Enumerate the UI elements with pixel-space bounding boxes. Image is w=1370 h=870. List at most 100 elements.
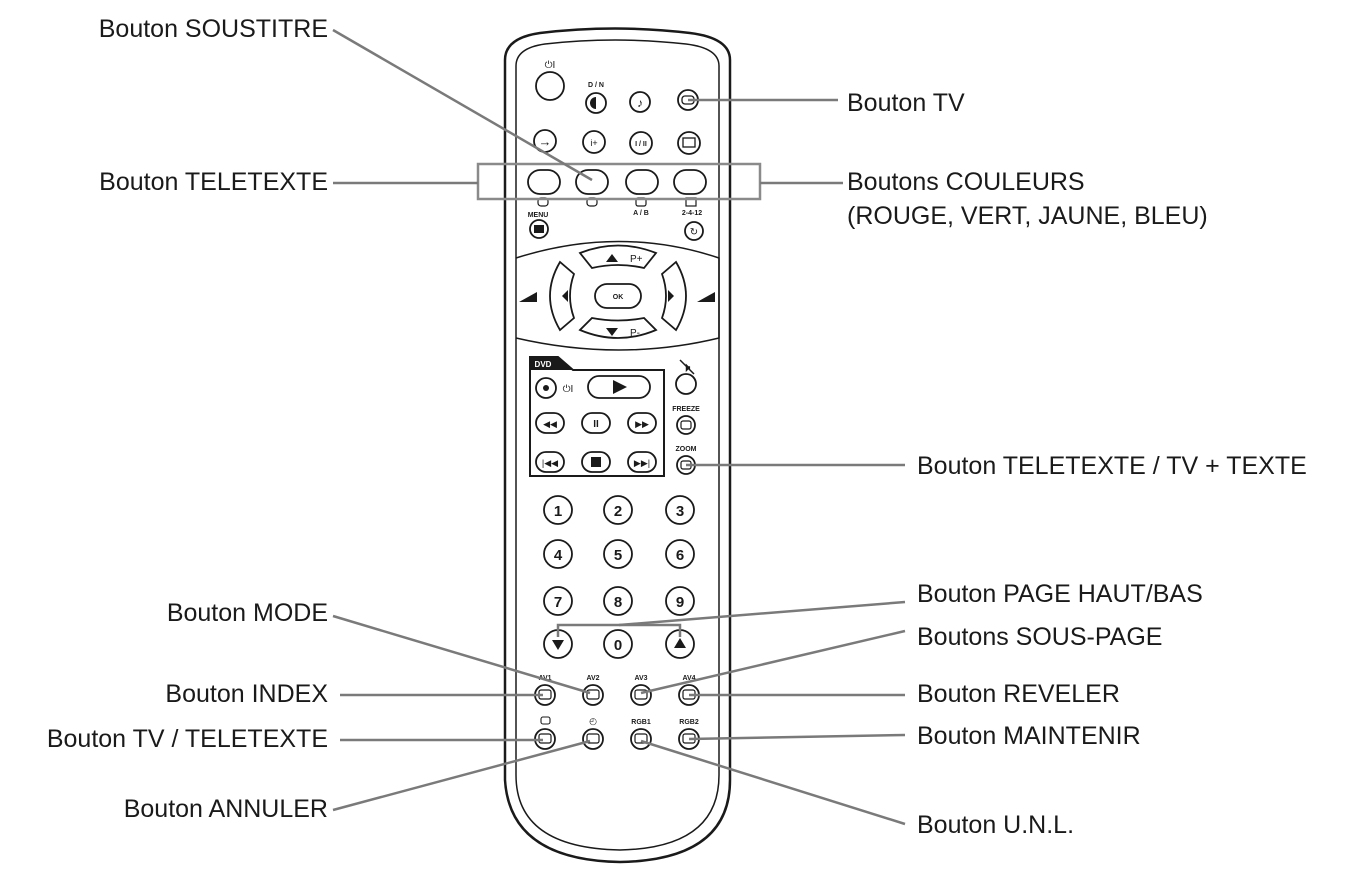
- info-plus-button[interactable]: [582, 130, 606, 154]
- digit-9-label: 9: [676, 594, 684, 611]
- digit-1-label: 1: [554, 503, 562, 520]
- sound-button[interactable]: [629, 91, 651, 113]
- yellow-button[interactable]: [625, 169, 659, 195]
- nav-panel: [515, 240, 720, 351]
- down-triangle-icon: [606, 328, 618, 336]
- digit-1-button[interactable]: [543, 495, 573, 525]
- dn-label: D / N: [588, 82, 604, 89]
- callout-reveler: Bouton REVELER: [917, 680, 1120, 708]
- menu-icon: [534, 225, 544, 233]
- cancel-icon: [586, 733, 600, 744]
- contrast-icon: [590, 97, 596, 109]
- cycle-button[interactable]: [684, 221, 704, 241]
- callout-soustitre: Bouton SOUSTITRE: [98, 15, 328, 43]
- forward-button[interactable]: [627, 412, 657, 434]
- digit-7-label: 7: [554, 594, 562, 611]
- dvd-label: DVD: [535, 360, 552, 369]
- remote-inner-shell: [515, 39, 720, 851]
- pause-icon: II: [593, 419, 599, 430]
- menu-label: MENU: [528, 212, 549, 219]
- av2-label: AV2: [586, 675, 599, 682]
- dvd-power-glyph: ⏻I: [563, 384, 574, 395]
- digit-2-label: 2: [614, 503, 622, 520]
- color-buttons-highlight: [476, 162, 762, 201]
- dual-sound-button[interactable]: [629, 131, 653, 155]
- leader-mode: [332, 614, 591, 695]
- source-icon: →: [539, 134, 552, 149]
- leader-annuler: [332, 739, 591, 812]
- ok-label: OK: [613, 294, 624, 301]
- rgb1-label: RGB1: [631, 719, 651, 726]
- ok-button[interactable]: [594, 283, 642, 309]
- freeze-icon: [680, 420, 692, 430]
- next-button[interactable]: [627, 451, 657, 473]
- freeze-label: FREEZE: [672, 406, 700, 413]
- tv-teletext-icon: [538, 733, 552, 744]
- rewind-button[interactable]: [535, 412, 565, 434]
- digit-4-button[interactable]: [543, 539, 573, 569]
- cycle-label: 2-4-12: [682, 210, 702, 217]
- p-minus-label: P-: [630, 328, 640, 339]
- top-buttons: ⏻I D / N ♪ → i+ I / II A / B 2-4-12 MENU…: [527, 60, 707, 241]
- blue-button[interactable]: [673, 169, 707, 195]
- zoom-label: ZOOM: [676, 446, 697, 453]
- p-minus-button[interactable]: [578, 317, 658, 339]
- power-button[interactable]: [535, 71, 565, 101]
- callout-index: Bouton INDEX: [165, 680, 328, 708]
- bottom-buttons: AV1 AV2 AV3 AV4 ◴ RGB1 RGB2: [534, 675, 700, 750]
- digit-7-button[interactable]: [543, 586, 573, 616]
- digit-8-label: 8: [614, 594, 622, 611]
- callout-couleurs-line2: (ROUGE, VERT, JAUNE, BLEU): [847, 202, 1208, 230]
- page-up-icon: [674, 638, 686, 648]
- navigation-cluster: P+ P- OK: [519, 244, 715, 339]
- pause-button[interactable]: [581, 412, 611, 434]
- previous-button[interactable]: [535, 451, 565, 473]
- callout-sous-page: Boutons SOUS-PAGE: [917, 623, 1163, 651]
- clock-icon: ◴: [589, 716, 597, 726]
- ab-label: A / B: [633, 210, 649, 217]
- cycle-icon: ↻: [690, 227, 698, 238]
- right-column: 🕨 FREEZE ZOOM: [672, 359, 700, 475]
- digit-3-button[interactable]: [665, 495, 695, 525]
- play-icon: [613, 380, 627, 394]
- digit-8-button[interactable]: [603, 586, 633, 616]
- power-glyph: ⏻I: [545, 60, 556, 71]
- remote-outer-shell: [503, 27, 732, 864]
- callout-couleurs-line1: Boutons COULEURS: [847, 168, 1085, 196]
- number-pad: 1 2 3 4 5 6 7 8 9 0: [543, 495, 695, 659]
- dvd-tab: [530, 357, 573, 370]
- leader-page-haut-bas-tail: [618, 600, 906, 627]
- mute-slash: [679, 359, 695, 375]
- mute-button[interactable]: [675, 373, 697, 395]
- previous-icon: |◀◀: [542, 458, 558, 468]
- digit-2-button[interactable]: [603, 495, 633, 525]
- format-icon: [682, 137, 696, 148]
- digit-0-label: 0: [614, 637, 622, 654]
- info-plus-label: i+: [590, 138, 597, 148]
- digit-0-button[interactable]: [603, 629, 633, 659]
- callout-maintenir: Bouton MAINTENIR: [917, 722, 1141, 750]
- av3-label: AV3: [634, 675, 647, 682]
- callout-tv: Bouton TV: [847, 89, 965, 117]
- leader-lines: [332, 28, 906, 826]
- volume-minus-wedge-icon: [519, 292, 537, 302]
- digit-5-button[interactable]: [603, 539, 633, 569]
- digit-3-label: 3: [676, 503, 684, 520]
- digit-5-label: 5: [614, 547, 622, 564]
- rgb2-label: RGB2: [679, 719, 699, 726]
- dvd-record-dot-icon: [543, 385, 549, 391]
- stop-icon: [591, 457, 601, 467]
- callout-unl: Bouton U.N.L.: [917, 811, 1075, 839]
- dvd-panel: DVD ⏻I ◀◀ II ▶▶ |◀◀ ▶▶|: [529, 356, 665, 477]
- digit-9-button[interactable]: [665, 586, 695, 616]
- p-plus-button[interactable]: [578, 244, 658, 270]
- next-icon: ▶▶|: [634, 458, 650, 468]
- red-button[interactable]: [527, 169, 561, 195]
- dual-sound-label: I / II: [635, 141, 647, 148]
- digit-6-button[interactable]: [665, 539, 695, 569]
- format-button[interactable]: [677, 131, 701, 155]
- callout-page-haut-bas: Bouton PAGE HAUT/BAS: [917, 580, 1203, 608]
- p-plus-label: P+: [630, 254, 643, 265]
- up-triangle-icon: [606, 254, 618, 262]
